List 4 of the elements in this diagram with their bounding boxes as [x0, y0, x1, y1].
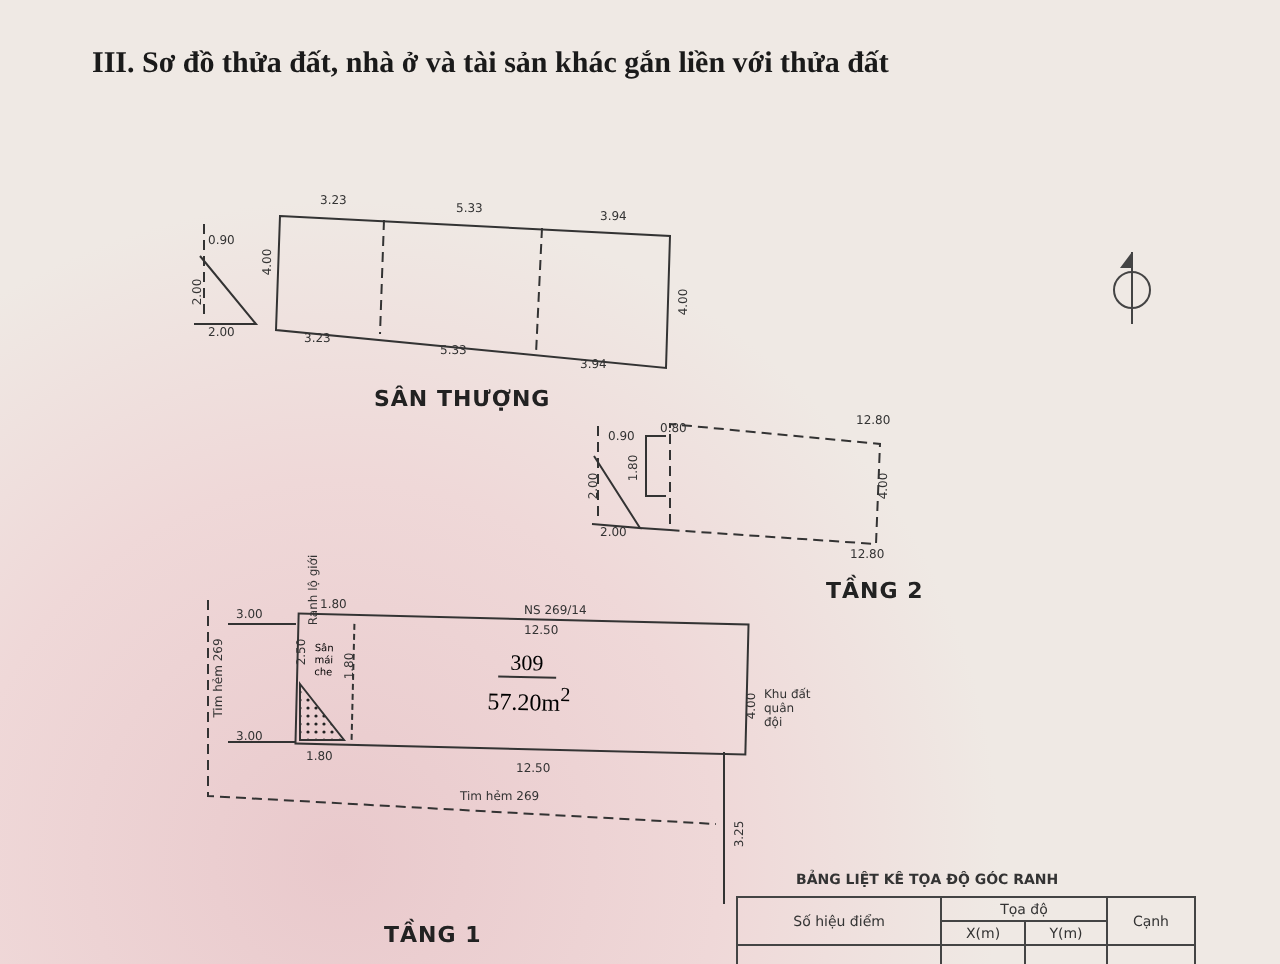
floor-title: SÂN THƯỢNG	[374, 388, 551, 410]
parcel-area: 57.20m$^{2}$	[487, 683, 571, 720]
diagram-title: III. Sơ đồ thửa đất, nhà ở và tài sản khác gắn liền với thửa đất	[92, 48, 889, 82]
parcel-number: 309	[498, 651, 556, 679]
